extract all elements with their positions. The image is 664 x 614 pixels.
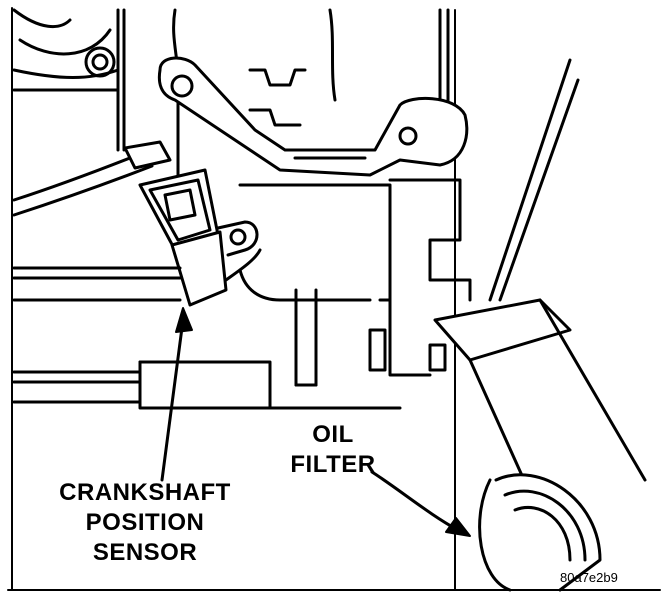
oil-filter-label: OIL FILTER (268, 420, 398, 480)
crankshaft-sensor-label-line-2: POSITION (85, 509, 205, 536)
crankshaft-sensor-label: CRANKSHAFT POSITION SENSOR (40, 478, 250, 568)
upper-left-casting (12, 8, 126, 152)
figure-code: 80a7e2b9 (560, 570, 618, 585)
crankshaft-sensor-label-line-3: SENSOR (92, 539, 198, 566)
frame-lines (7, 7, 661, 591)
oil-filter-label-line-2: FILTER (290, 451, 376, 478)
crankshaft-sensor-label-line-1: CRANKSHAFT (59, 479, 231, 506)
oil-filter (433, 58, 647, 592)
sensor-arrowhead (175, 307, 193, 333)
filter-arrowhead (445, 517, 471, 537)
lower-housing (138, 178, 472, 410)
filter-leader-line (370, 470, 460, 532)
oil-filter-label-line-1: OIL (312, 421, 354, 448)
rails (12, 266, 182, 404)
sensor-leader-line (160, 318, 185, 482)
support-bracket (157, 56, 469, 177)
crankshaft-position-sensor (12, 140, 262, 307)
leader-lines (160, 307, 471, 537)
